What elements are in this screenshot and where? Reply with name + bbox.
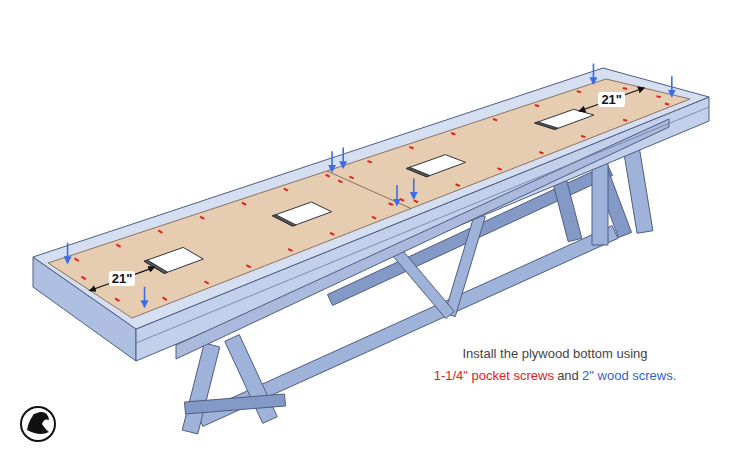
pocket-screw-mark xyxy=(665,103,669,104)
pocket-screw-mark xyxy=(539,152,543,153)
slot-shadow xyxy=(406,167,430,176)
slot-cutout xyxy=(406,155,465,177)
plywood-bottom xyxy=(48,79,690,318)
pocket-screw-mark xyxy=(623,88,627,89)
wood-screw-arrow xyxy=(413,178,415,198)
pocket-screw-mark xyxy=(372,217,376,219)
instruction-text: 1-1/4" pocket screws xyxy=(434,368,554,383)
leg xyxy=(182,343,220,434)
pocket-screw-mark xyxy=(75,258,79,261)
instruction-text: Install the plywood bottom using xyxy=(463,346,648,361)
pocket-screw-mark xyxy=(205,281,209,283)
pocket-screw-mark xyxy=(367,161,371,163)
pocket-screw-mark xyxy=(158,230,162,232)
pocket-screw-mark xyxy=(200,217,204,219)
pocket-screw-mark xyxy=(623,120,627,121)
dimension-line xyxy=(90,267,154,290)
wood-screw-arrow xyxy=(67,243,69,263)
instruction-text: 2" wood screws. xyxy=(582,368,676,383)
frame-rim xyxy=(33,68,709,329)
pocket-screw-mark xyxy=(656,96,660,97)
wood-screw-arrow xyxy=(144,287,146,307)
pocket-screw-mark xyxy=(389,203,393,205)
pocket-screw-mark xyxy=(409,147,413,149)
wood-screw-arrow xyxy=(331,151,333,171)
pocket-screw-mark xyxy=(163,297,167,300)
pocket-screw-mark xyxy=(82,277,86,280)
dimension-label: 21" xyxy=(109,271,136,286)
wood-screw-arrow xyxy=(593,64,595,84)
slot-shadow xyxy=(535,122,559,130)
pocket-screw-mark xyxy=(242,203,246,205)
pocket-screw-mark xyxy=(400,199,404,201)
pocket-screw-mark xyxy=(288,249,292,251)
pocket-screw-mark xyxy=(284,189,288,191)
logo-icon xyxy=(21,407,55,441)
pocket-screw-mark xyxy=(246,265,250,267)
pocket-screw-mark xyxy=(326,175,330,177)
pocket-screw-mark xyxy=(330,233,334,235)
pocket-screw-mark xyxy=(577,91,581,92)
instruction-text: and xyxy=(557,368,579,383)
slot-shadow xyxy=(272,215,296,226)
pocket-screw-mark xyxy=(116,244,120,247)
pocket-screw-mark xyxy=(338,180,342,182)
slot-shadow xyxy=(144,260,168,273)
wood-screw-arrow xyxy=(671,76,673,96)
slot-cutout xyxy=(144,247,203,273)
pocket-screw-mark xyxy=(581,136,585,137)
dimension-line xyxy=(580,88,644,111)
dimension-label: 21" xyxy=(598,92,625,107)
pocket-screw-mark xyxy=(414,200,418,202)
wood-screw-arrow xyxy=(396,185,398,205)
caption-block: Install the plywood bottom using 1-1/4" p… xyxy=(390,343,720,387)
pocket-screw-mark xyxy=(349,177,353,179)
pocket-screw-mark xyxy=(497,168,501,170)
leg-foot-stretcher xyxy=(185,394,286,414)
slot-cutout xyxy=(272,202,331,226)
pocket-screw-mark xyxy=(535,105,539,106)
brace xyxy=(391,246,454,318)
pocket-screw-mark xyxy=(115,298,119,301)
plywood-seam xyxy=(327,171,411,209)
slot-cutout xyxy=(535,109,594,129)
wood-screw-arrow xyxy=(342,148,344,168)
pocket-screw-mark xyxy=(451,133,455,134)
pocket-screw-mark xyxy=(493,119,497,120)
pocket-screw-mark xyxy=(456,184,460,186)
